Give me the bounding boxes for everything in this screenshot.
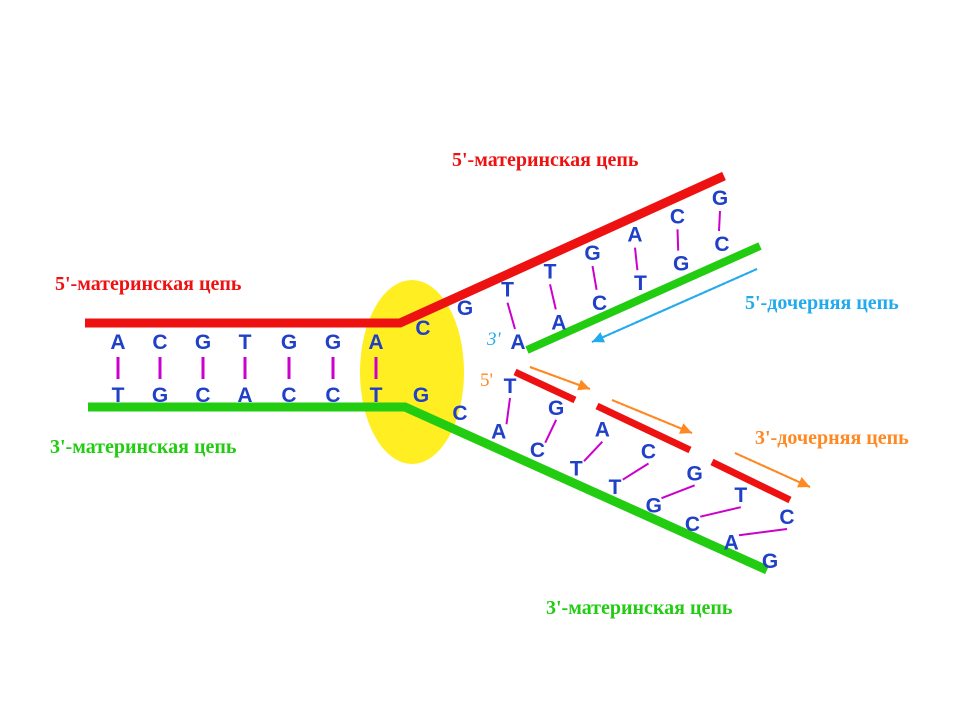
lower-daughter-base: C — [779, 506, 794, 529]
stem-top-base: A — [110, 331, 125, 354]
lower-mother-base: G — [646, 495, 662, 518]
upper-mother-base: T — [501, 279, 514, 302]
stem-top-base: G — [325, 331, 341, 354]
lower-bond — [583, 440, 604, 462]
lower-daughter-base: T — [734, 484, 747, 507]
lower-mother-base: G — [762, 550, 778, 573]
upper-mother-base: T — [544, 260, 557, 283]
lagging-arrow-2 — [611, 399, 693, 434]
label-mother3-bottom: 3'-материнская цепь — [546, 597, 733, 619]
lagging-arrow-1-head — [577, 379, 590, 391]
label-mother5-left: 5'-материнская цепь — [55, 273, 242, 295]
stem-bottom-base: G — [152, 384, 168, 407]
upper-mother-base: G — [712, 187, 728, 210]
lower-mother-base: C — [685, 513, 700, 536]
upper-daughter-base: G — [673, 253, 689, 276]
lower-bond — [505, 397, 511, 425]
stem-top-base: A — [368, 331, 383, 354]
upper-bond — [591, 265, 598, 290]
stem-bottom-base: C — [325, 384, 340, 407]
upper-mother-base: A — [627, 224, 642, 247]
lower-mother-base: T — [570, 458, 583, 481]
lower-daughter-base: G — [548, 397, 564, 420]
label-mother3-left: 3'-материнская цепь — [50, 436, 237, 458]
upper-bond — [506, 302, 516, 330]
daughter-fragment-1 — [513, 368, 577, 404]
lower-bond — [544, 419, 558, 444]
label-mother5-top: 5'-материнская цепь — [452, 149, 639, 171]
mother-strand-5prime — [85, 171, 726, 328]
lagging-arrow-3-dash — [734, 452, 811, 488]
end-label-5prime: 5' — [480, 370, 493, 391]
lower-daughter-base: G — [686, 462, 702, 485]
lagging-arrow-3 — [734, 452, 811, 488]
lower-bond — [661, 484, 696, 500]
lower-mother-base: A — [491, 421, 506, 444]
lower-bond — [738, 528, 788, 537]
lagging-arrow-1-dash — [529, 366, 591, 390]
upper-bond — [718, 210, 721, 232]
lower-mother-base: T — [609, 476, 622, 499]
upper-bond — [676, 229, 680, 251]
lower-mother-base: C — [530, 439, 545, 462]
end-label-3prime: 3' — [486, 329, 502, 350]
stem-bottom-base: T — [112, 384, 125, 407]
lower-mother-base: C — [452, 402, 467, 425]
upper-mother-base: G — [457, 297, 473, 320]
daughter-fragment-3 — [710, 458, 792, 504]
stem-bottom-base: C — [281, 384, 296, 407]
stem-bottom-base: A — [237, 384, 252, 407]
stem-top-base: G — [195, 331, 211, 354]
lagging-arrow-1 — [529, 366, 591, 391]
fork-junction-bottom-base: G — [413, 384, 429, 407]
mother-strand-3prime — [88, 402, 769, 575]
stem-top-base: C — [152, 331, 167, 354]
lower-mother-base: A — [724, 532, 739, 555]
lower-daughter-base: A — [595, 419, 610, 442]
daughter-fragment-2 — [595, 402, 692, 454]
label-daughter3: 3'-дочерняя цепь — [755, 427, 909, 449]
upper-bond — [634, 247, 639, 271]
upper-daughter-base: T — [634, 272, 647, 295]
leading-direction-arrow — [591, 268, 758, 343]
upper-daughter-base: C — [714, 233, 729, 256]
label-daughter5: 5'-дочерняя цепь — [745, 292, 899, 314]
upper-mother-base: G — [584, 242, 600, 265]
upper-daughter-base: A — [551, 311, 566, 334]
lagging-arrow-2-head — [679, 423, 692, 434]
daughter-strand-upper — [525, 242, 762, 354]
stem-bottom-base: T — [370, 384, 383, 407]
upper-daughter-base: C — [592, 292, 607, 315]
lagging-arrow-3-head — [797, 477, 810, 488]
stem-bottom-base: C — [195, 384, 210, 407]
leading-direction-arrow-head — [592, 332, 605, 343]
stem-top-base: G — [281, 331, 297, 354]
fork-junction-top-base: C — [415, 317, 430, 340]
upper-bond — [549, 284, 557, 310]
upper-daughter-base: A — [510, 331, 525, 354]
stem-top-base: T — [239, 331, 252, 354]
lower-daughter-base: T — [504, 375, 517, 398]
lower-bond — [622, 462, 650, 481]
lagging-arrow-2-dash — [611, 399, 693, 434]
lower-daughter-base: C — [641, 441, 656, 464]
lower-bond — [700, 506, 742, 518]
leading-direction-arrow-dash — [591, 268, 758, 343]
upper-mother-base: C — [670, 205, 685, 228]
